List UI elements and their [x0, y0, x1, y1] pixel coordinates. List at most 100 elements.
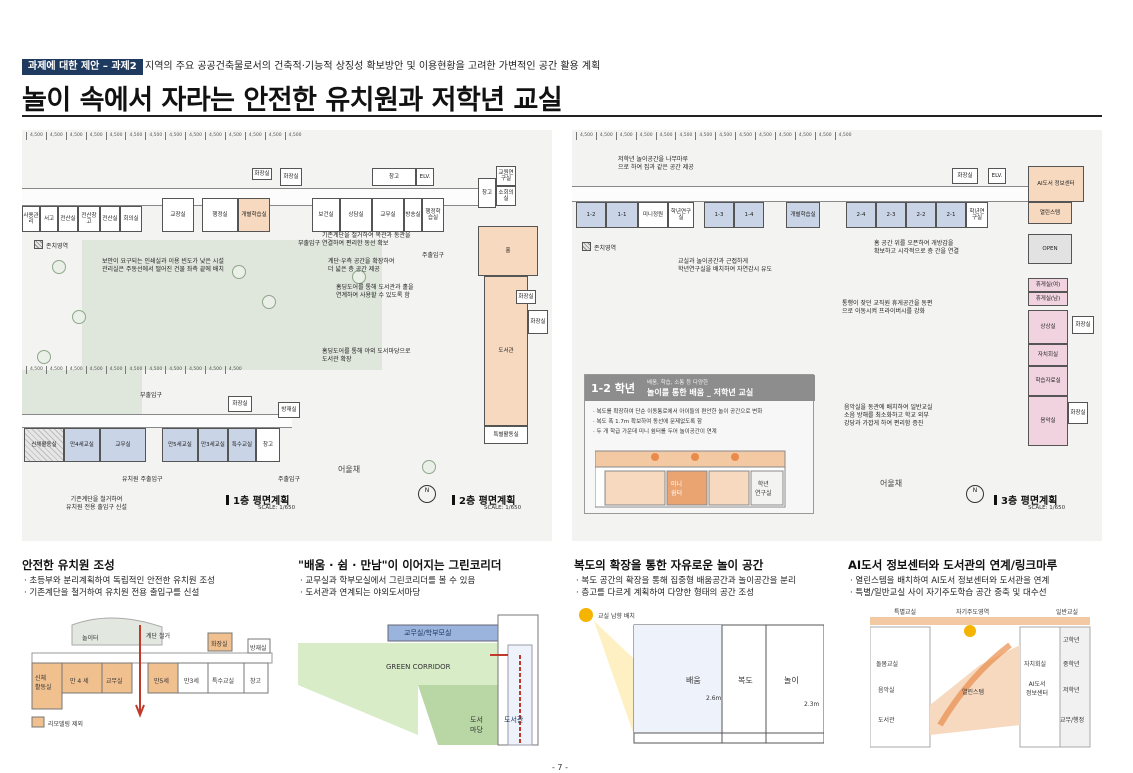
proposal-tag: 과제에 대한 제안 – 과제2	[22, 59, 143, 75]
room: 방재실	[278, 402, 300, 418]
diagram-label: 자치회실	[1024, 661, 1047, 668]
dim-label: 4,500	[595, 132, 616, 140]
diagram-label: 만 4 세	[70, 678, 89, 685]
tree-icon	[72, 310, 86, 324]
room: 교무실	[372, 198, 404, 232]
courtyard-green	[82, 240, 382, 370]
annotation-staff-lounge: 통행이 잦던 교직원 휴게공간을 동편 으로 이동시켜 프라이버시를 강화	[842, 300, 933, 315]
annotation-main-entrance: 주출입구	[422, 252, 445, 259]
green-corridor-diagram: 교무실/학부모실 GREEN CORRIDOR 도서 마당 도서관	[298, 605, 548, 750]
room: 개별학습실	[238, 198, 270, 232]
annotation-grade-office: 교실과 놀이공간과 근접하게 학년연구실을 배치하여 자연감시 유도	[678, 258, 773, 273]
section-line: · 기존계단을 철거하여 유치원 전용 출입구를 신설	[24, 588, 200, 598]
room: 2-2	[906, 202, 936, 228]
section-title-green-corridor: "배움 · 쉼 · 만남"이 이어지는 그린코리더	[298, 558, 502, 572]
annotation-music-room: 음악실을 동관에 배치하여 일반교실 소음 방해를 최소화하고 학교 외부 강당…	[844, 404, 933, 427]
diagram-label: 놀이	[784, 676, 799, 685]
diagram-label: 복도	[738, 676, 753, 685]
room: 만3세교실	[198, 428, 228, 462]
diagram-label: 저학년	[1063, 687, 1080, 694]
annotation-main-entrance-1f: 주출입구	[278, 476, 301, 483]
legend-label: 존치영역	[46, 243, 69, 250]
diagram-label-grade-office: 학년 연구실	[755, 481, 772, 497]
room: 신체활동실	[24, 428, 64, 462]
dim-label: 4,500	[224, 366, 245, 374]
section-line: · 층고를 다르게 계획하여 다양한 형태의 공간 조성	[576, 588, 755, 598]
tree-icon	[37, 350, 51, 364]
dim-label: 4,500	[755, 132, 775, 140]
dim-label: 4,500	[26, 132, 46, 140]
annotation-wood-floor: 저학년 놀이공간을 나무마루 으로 하여 집과 같은 공간 제공	[618, 156, 694, 171]
room: 교장실	[162, 198, 194, 232]
lawn	[22, 370, 142, 420]
dim-label: 4,500	[205, 366, 225, 374]
section-line: · 복도 공간의 확장을 통해 집중형 배움공간과 놀이공간을 분리	[576, 576, 796, 586]
dim-label: 4,500	[576, 132, 596, 140]
room: 개별학습실	[786, 202, 820, 228]
room: 휴게실(남)	[1028, 292, 1068, 306]
diagram-label: 창고	[250, 678, 262, 685]
plan-scale-1f: SCALE: 1/650	[258, 505, 296, 511]
dim-label: 4,500	[834, 132, 855, 140]
room: 화장실	[528, 310, 548, 334]
room: 2-4	[846, 202, 876, 228]
diagram-label: 도서관	[504, 716, 524, 724]
dim-label: 4,500	[125, 366, 145, 374]
dim-label: 4,500	[185, 132, 205, 140]
diagram-label: 2.3m	[804, 701, 820, 708]
tree-icon	[52, 260, 66, 274]
section-line: · 초등부와 분리계획하여 독립적인 안전한 유치원 조성	[24, 576, 215, 586]
annotation-folding-door-library: 홈딩도어를 통해 야외 도서마당으로 도서관 확장	[322, 348, 411, 363]
room: 미니정원	[638, 202, 668, 228]
room: 창고	[478, 178, 496, 208]
annotation-sub-entrance: 부출입구	[298, 240, 321, 247]
diagram-label: 교무/행정	[1060, 717, 1085, 724]
page-number: - 7 -	[552, 763, 568, 772]
diagram-label: AI도서 정보센터	[1026, 681, 1049, 697]
room: 상담실	[340, 198, 372, 232]
room: 1-4	[734, 202, 764, 228]
room: 서고	[40, 206, 58, 232]
annotation-expand-stairs: 계단·우측 공간을 확장하여 더 넓은 층 공간 제공	[328, 258, 395, 273]
diagram-label: 배움	[686, 676, 701, 685]
room: 특별활동실	[484, 426, 528, 444]
tree-icon	[422, 460, 436, 474]
diagram-label: 특수교실	[212, 678, 235, 685]
room: 학년연구실	[668, 202, 694, 228]
room: 열린스템	[1028, 202, 1072, 224]
diagram-label: 교무실/학부모실	[404, 629, 452, 637]
room: 창고	[256, 428, 280, 462]
diagram-label: 도서 마당	[470, 716, 483, 734]
room: 학년연구실	[966, 202, 988, 228]
diagram-legend-label: 리모델링 제외	[48, 721, 84, 728]
tree-icon	[262, 295, 276, 309]
outside-label: 어울채	[338, 465, 361, 474]
corridor-3f	[572, 186, 1032, 202]
room: ELV.	[988, 168, 1006, 184]
dim-label: 4,500	[794, 132, 815, 140]
legend-label: 존치영역	[594, 245, 617, 252]
plan-title-1f: 1층 평면계획	[226, 492, 289, 507]
room: 교무실	[100, 428, 146, 462]
room: 교원연구실	[496, 166, 516, 186]
room: 사용관리	[22, 206, 40, 232]
dim-label: 4,500	[105, 366, 126, 374]
room: 학습자료실	[1028, 366, 1068, 396]
header-subtitle: 지역의 주요 공공건축물로서의 건축적·기능적 상징성 확보방안 및 이용현황을…	[145, 61, 601, 72]
annotation-print-room: 보안이 요구되는 인쇄실과 이용 빈도가 낮은 시설 관리실은 주동선에서 떨어…	[102, 258, 224, 273]
legend-hatch-swatch	[34, 240, 43, 249]
dim-label: 4,500	[45, 132, 66, 140]
diagram-label: 특별교실	[894, 609, 917, 616]
room: 만4세교실	[64, 428, 100, 462]
dim-label: 4,500	[165, 132, 185, 140]
diagram-label: 돌봄교실	[876, 661, 899, 668]
plan-scale-2f: SCALE: 1/650	[484, 505, 522, 511]
room: 화장실	[1072, 316, 1094, 334]
dim-label: 4,500	[65, 366, 86, 374]
dim-label: 4,500	[85, 132, 106, 140]
diagram-label: 교실 남향 배치	[598, 613, 635, 620]
dim-label: 4,500	[65, 132, 86, 140]
dim-label: 4,500	[145, 132, 165, 140]
